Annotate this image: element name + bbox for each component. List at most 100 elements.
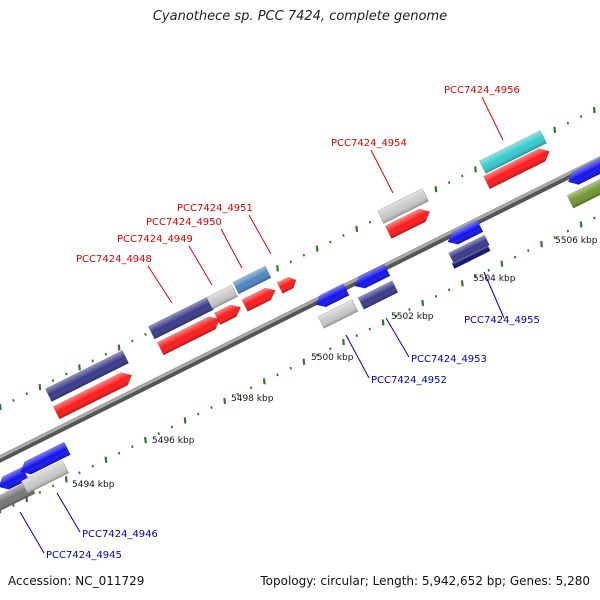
tick-mark (64, 476, 68, 483)
gene-label: PCC7424_4951 (177, 203, 253, 214)
tick-mark (236, 392, 240, 396)
tick-mark (12, 504, 15, 507)
gene-feature (241, 287, 276, 312)
callout-line (483, 271, 505, 319)
genome-summary: Topology: circular; Length: 5,942,652 bp… (260, 574, 590, 588)
callout-line (19, 511, 45, 554)
map-title: Cyanothece sp. PCC 7424, complete genome (152, 9, 448, 24)
callout-line (147, 265, 173, 304)
gene-feature (214, 304, 242, 326)
scale-label: 5496 kbp (152, 436, 195, 446)
gene-feature (0, 466, 29, 490)
tick-mark (368, 220, 372, 224)
genome-backbone (0, 156, 600, 463)
tick-mark (395, 314, 398, 318)
scale-label: 5506 kbp (555, 236, 598, 246)
tick-mark (144, 437, 147, 444)
tick-mark (500, 260, 504, 267)
tick-mark (276, 373, 279, 377)
tick-mark (78, 364, 81, 371)
tick-mark (157, 432, 160, 436)
tick-mark (381, 319, 385, 326)
gene-feature (156, 316, 220, 356)
gene-label: PCC7424_4949 (117, 234, 193, 245)
gene-feature (357, 280, 399, 310)
tick-mark (487, 268, 490, 272)
tick-mark (78, 471, 81, 475)
tick-mark (329, 347, 332, 351)
tick-mark (474, 166, 477, 173)
gene-feature (20, 460, 70, 494)
tick-mark (302, 358, 306, 365)
gene-label: PCC7424_4950 (146, 217, 222, 228)
gene-feature (448, 234, 490, 264)
tick-mark (566, 121, 570, 125)
tick-mark (25, 392, 28, 396)
tick-mark (104, 352, 108, 356)
tick-mark (315, 353, 319, 357)
gene-label: PCC7424_4945 (46, 550, 122, 561)
tick-mark (302, 253, 306, 257)
gene-feature (566, 175, 600, 209)
gene-feature (52, 372, 132, 420)
tick-mark (579, 221, 583, 228)
scale-label: 5504 kbp (473, 274, 516, 284)
tick-mark (91, 464, 94, 468)
tick-mark (0, 403, 2, 411)
tick-mark (579, 115, 583, 119)
gene-label: PCC7424_4955 (464, 315, 540, 326)
scale-label: 5500 kbp (311, 353, 354, 363)
gene-feature (276, 276, 297, 294)
tick-mark (0, 510, 2, 514)
tick-mark (434, 186, 438, 193)
gene-label: PCC7424_4948 (76, 254, 152, 265)
gene-feature (451, 244, 491, 270)
gene-feature (483, 148, 550, 190)
gene-feature (377, 188, 429, 224)
tick-mark (474, 275, 477, 279)
scale-label: 5498 kbp (231, 394, 274, 404)
callout-line (481, 96, 504, 141)
tick-mark (170, 425, 174, 429)
gene-feature (0, 480, 36, 512)
tick-mark (51, 379, 55, 383)
tick-mark (276, 265, 279, 272)
gene-features (0, 130, 600, 512)
gene-feature (232, 265, 272, 295)
tick-mark (460, 280, 464, 287)
gene-feature (317, 299, 359, 329)
gene-label: PCC7424_4954 (331, 138, 407, 149)
tick-mark (51, 484, 55, 488)
tick-mark (461, 174, 464, 178)
gene-label: PCC7424_4953 (411, 354, 487, 365)
tick-mark (223, 397, 227, 405)
gene-feature (447, 219, 484, 245)
tick-mark (289, 260, 292, 264)
tick-mark (593, 216, 596, 220)
tick-mark (553, 236, 556, 239)
tick-mark (342, 233, 345, 237)
gene-feature (567, 155, 600, 185)
gene-feature (354, 263, 391, 289)
tick-mark (131, 445, 134, 449)
tick-mark (289, 366, 292, 370)
tick-mark (447, 181, 451, 185)
callout-line (248, 214, 272, 255)
callout-line (370, 149, 394, 194)
scale-label: 5494 kbp (72, 480, 115, 490)
tick-mark (566, 229, 570, 233)
tick-mark (183, 417, 187, 424)
callout-line (345, 334, 370, 379)
gene-label: PCC7424_4946 (82, 529, 158, 540)
tick-mark (262, 378, 266, 385)
callout-line (188, 245, 213, 286)
tick-mark (249, 386, 253, 390)
tick-mark (342, 339, 345, 346)
tick-mark (131, 339, 134, 343)
tick-mark (104, 456, 108, 463)
gene-feature (44, 350, 130, 402)
tick-mark (355, 225, 359, 232)
tick-mark (355, 334, 358, 338)
tick-mark (91, 359, 94, 363)
tick-mark (12, 398, 15, 402)
